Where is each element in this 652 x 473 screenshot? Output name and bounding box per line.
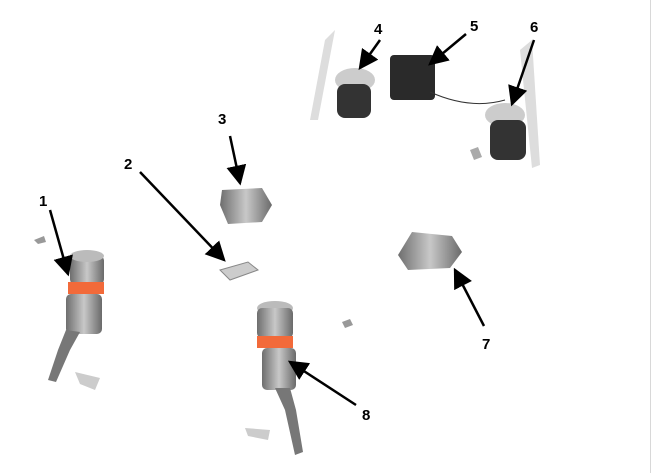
callout-label-4: 4 bbox=[374, 21, 383, 38]
front-right-air-strut bbox=[245, 301, 353, 455]
callout-label-6: 6 bbox=[530, 19, 538, 36]
callout-label-1: 1 bbox=[39, 193, 47, 210]
front-left-air-strut bbox=[34, 236, 104, 390]
air-reservoir-front bbox=[220, 188, 272, 224]
frame-edge bbox=[650, 0, 651, 473]
rear-axle-assembly bbox=[310, 30, 540, 168]
callout-label-5: 5 bbox=[470, 18, 478, 35]
callout-label-2: 2 bbox=[124, 156, 132, 173]
callout-label-3: 3 bbox=[218, 111, 226, 128]
callout-label-7: 7 bbox=[482, 336, 490, 353]
callout-arrows bbox=[48, 33, 536, 407]
control-unit-small bbox=[219, 261, 260, 281]
air-reservoir bbox=[398, 232, 462, 270]
callout-label-8: 8 bbox=[362, 407, 370, 424]
